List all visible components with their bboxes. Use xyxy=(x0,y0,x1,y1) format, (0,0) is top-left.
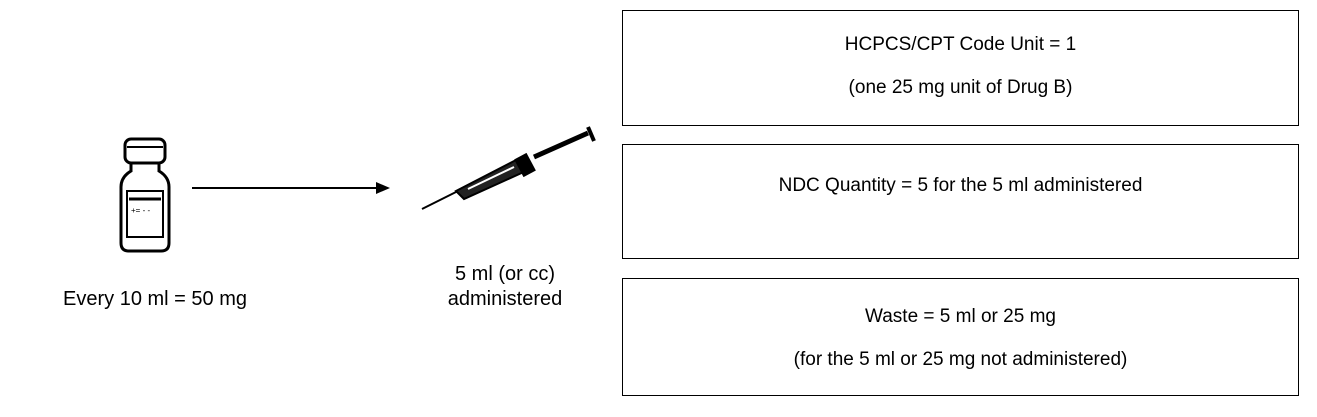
ndc-quantity-text: NDC Quantity = 5 for the 5 ml administer… xyxy=(778,175,1143,196)
syringe-caption-line1: 5 ml (or cc) xyxy=(455,263,555,285)
waste-note: (for the 5 ml or 25 mg not administered) xyxy=(793,349,1128,370)
svg-text:+= - -: += - - xyxy=(131,206,150,215)
vial-caption: Every 10 ml = 50 mg xyxy=(63,288,247,310)
ndc-quantity-box: NDC Quantity = 5 for the 5 ml administer… xyxy=(622,144,1299,259)
hcpcs-unit-text: HCPCS/CPT Code Unit = 1 xyxy=(844,34,1077,55)
syringe-icon xyxy=(421,126,596,210)
hcpcs-unit-note: (one 25 mg unit of Drug B) xyxy=(848,77,1073,98)
waste-text: Waste = 5 ml or 25 mg xyxy=(865,306,1056,327)
waste-box: Waste = 5 ml or 25 mg (for the 5 ml or 2… xyxy=(622,278,1299,396)
vial-icon: += - - xyxy=(119,137,171,253)
syringe-caption-line2: administered xyxy=(447,288,563,310)
hcpcs-unit-box: HCPCS/CPT Code Unit = 1 (one 25 mg unit … xyxy=(622,10,1299,126)
arrow-right-icon xyxy=(192,182,390,194)
